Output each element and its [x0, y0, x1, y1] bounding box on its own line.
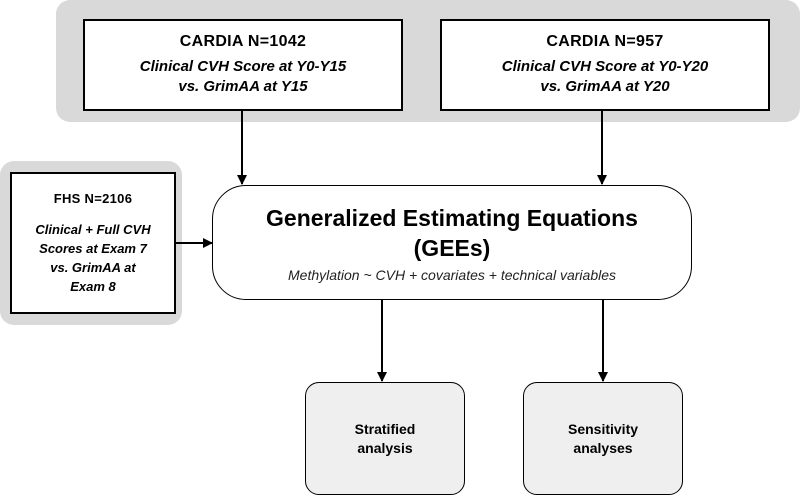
fhs-header: FHS N=2106	[53, 190, 133, 206]
sensitivity-analyses-box: Sensitivity analyses	[523, 382, 683, 495]
sensitivity-line1: Sensitivity	[567, 420, 639, 437]
gee-title-line2: (GEEs)	[413, 234, 491, 261]
cardia-y15-line1: Clinical CVH Score at Y0-Y15	[139, 58, 347, 75]
cardia-y20-box: CARDIA N=957 Clinical CVH Score at Y0-Y2…	[440, 19, 770, 111]
stratified-line2: analysis	[357, 439, 413, 456]
cardia-y20-line1: Clinical CVH Score at Y0-Y20	[501, 58, 709, 75]
cardia-y20-line2: vs. GrimAA at Y20	[540, 78, 670, 95]
cardia-y15-line2: vs. GrimAA at Y15	[178, 78, 308, 95]
cardia-y20-header: CARDIA N=957	[546, 33, 664, 50]
cardia-y20-description: Clinical CVH Score at Y0-Y20 vs. GrimAA …	[502, 57, 708, 97]
gee-box: Generalized Estimating Equations (GEEs) …	[212, 185, 692, 300]
gee-title-line1: Generalized Estimating Equations	[266, 204, 638, 231]
cardia-y15-header: CARDIA N=1042	[179, 33, 307, 50]
fhs-line1: Clinical + Full CVH	[35, 221, 151, 237]
gee-title: Generalized Estimating Equations (GEEs)	[266, 203, 638, 263]
fhs-description: Clinical + Full CVH Scores at Exam 7 vs.…	[35, 220, 150, 296]
stratified-line1: Stratified	[354, 420, 416, 437]
fhs-box: FHS N=2106 Clinical + Full CVH Scores at…	[10, 172, 176, 314]
gee-formula: Methylation ~ CVH + covariates + technic…	[288, 266, 616, 283]
sensitivity-line2: analyses	[573, 439, 633, 456]
cardia-y15-description: Clinical CVH Score at Y0-Y15 vs. GrimAA …	[140, 57, 346, 97]
fhs-line3: vs. GrimAA at	[50, 259, 136, 275]
stratified-label: Stratified analysis	[355, 420, 416, 458]
fhs-line2: Scores at Exam 7	[39, 240, 147, 256]
stratified-analysis-box: Stratified analysis	[305, 382, 465, 495]
fhs-line4: Exam 8	[70, 278, 116, 294]
cardia-y15-box: CARDIA N=1042 Clinical CVH Score at Y0-Y…	[83, 19, 403, 111]
sensitivity-label: Sensitivity analyses	[568, 420, 638, 458]
